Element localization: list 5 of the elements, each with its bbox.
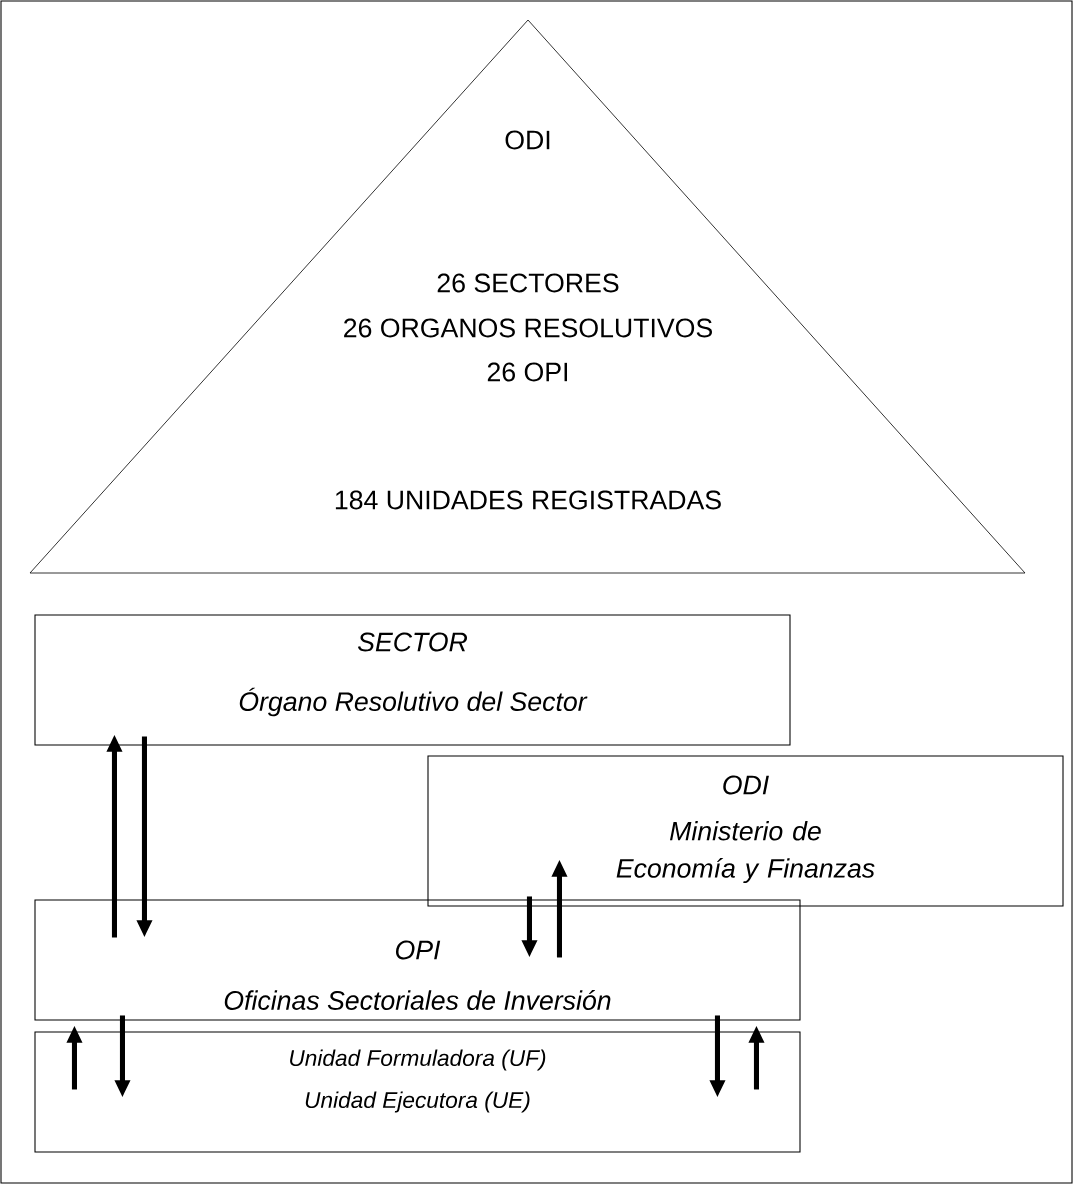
pyramid: ODI 26 SECTORES 26 ORGANOS RESOLUTIVOS 26 OPI 184 UNIDADES REGISTRADAS [29, 19, 1026, 574]
text-box: Unidad Formuladora (UF) Unidad Ejecutora (UE) [34, 1031, 801, 1153]
text-box: OPI Oficinas Sectoriales de Inversión [34, 899, 801, 1021]
text-box: SECTOR Órgano Resolutivo del Sector [34, 614, 791, 746]
text-box: ODI Ministerio de Economía y Finanzas [427, 755, 1064, 907]
